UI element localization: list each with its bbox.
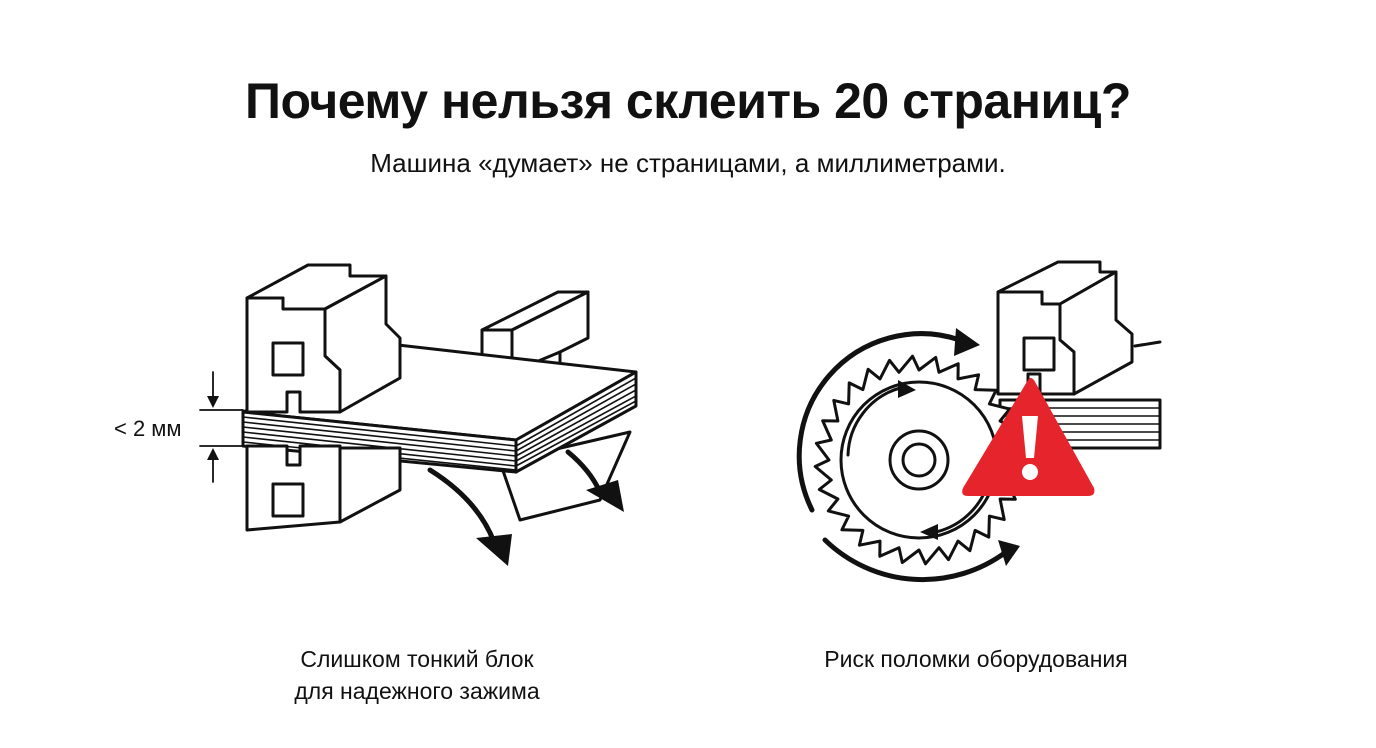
paper-stack-icon — [241, 343, 638, 474]
falling-sheet — [498, 430, 632, 522]
right-clamp-icon — [996, 260, 1134, 396]
page-title: Почему нельзя склеить 20 страниц? — [245, 73, 1131, 129]
right-diagram — [796, 260, 1162, 583]
left-caption: Слишком тонкий блок для надежного зажима — [217, 643, 617, 707]
arrow-icon — [427, 449, 624, 566]
left-caption-line2: для надежного зажима — [294, 678, 540, 704]
front-clamp-icon — [245, 263, 402, 532]
dimension-marks — [199, 371, 244, 483]
left-caption-line1: Слишком тонкий блок — [300, 646, 534, 672]
rotation-arrows — [796, 328, 1020, 583]
dimension-label: < 2 мм — [114, 416, 182, 441]
left-diagram — [199, 263, 638, 566]
right-caption: Риск поломки оборудования — [824, 646, 1128, 672]
warning-icon — [962, 378, 1095, 496]
page-subtitle: Машина «думает» не страницами, а миллиме… — [370, 148, 1006, 178]
